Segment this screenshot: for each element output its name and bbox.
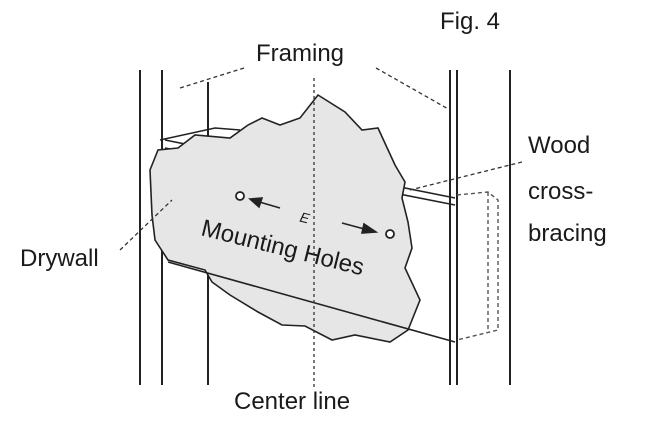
right-stud [449, 70, 511, 385]
drywall-label: Drywall [20, 245, 99, 272]
drywall-bottom-edge [167, 261, 456, 343]
mounting-hole-left [235, 191, 245, 201]
leader-lines [119, 67, 523, 251]
spacing-arrows [248, 197, 379, 234]
mounting-hole-right [385, 229, 395, 239]
wood-label: Wood [528, 132, 591, 159]
drywall-piece [149, 93, 421, 343]
figure-number: Fig. 4 [440, 8, 501, 35]
cross-label: cross- [528, 178, 594, 205]
wood-cross-bracing [456, 191, 499, 341]
framing-label: Framing [256, 40, 345, 67]
bracing-label: bracing [528, 220, 607, 247]
center-line-label: Center line [234, 388, 351, 415]
